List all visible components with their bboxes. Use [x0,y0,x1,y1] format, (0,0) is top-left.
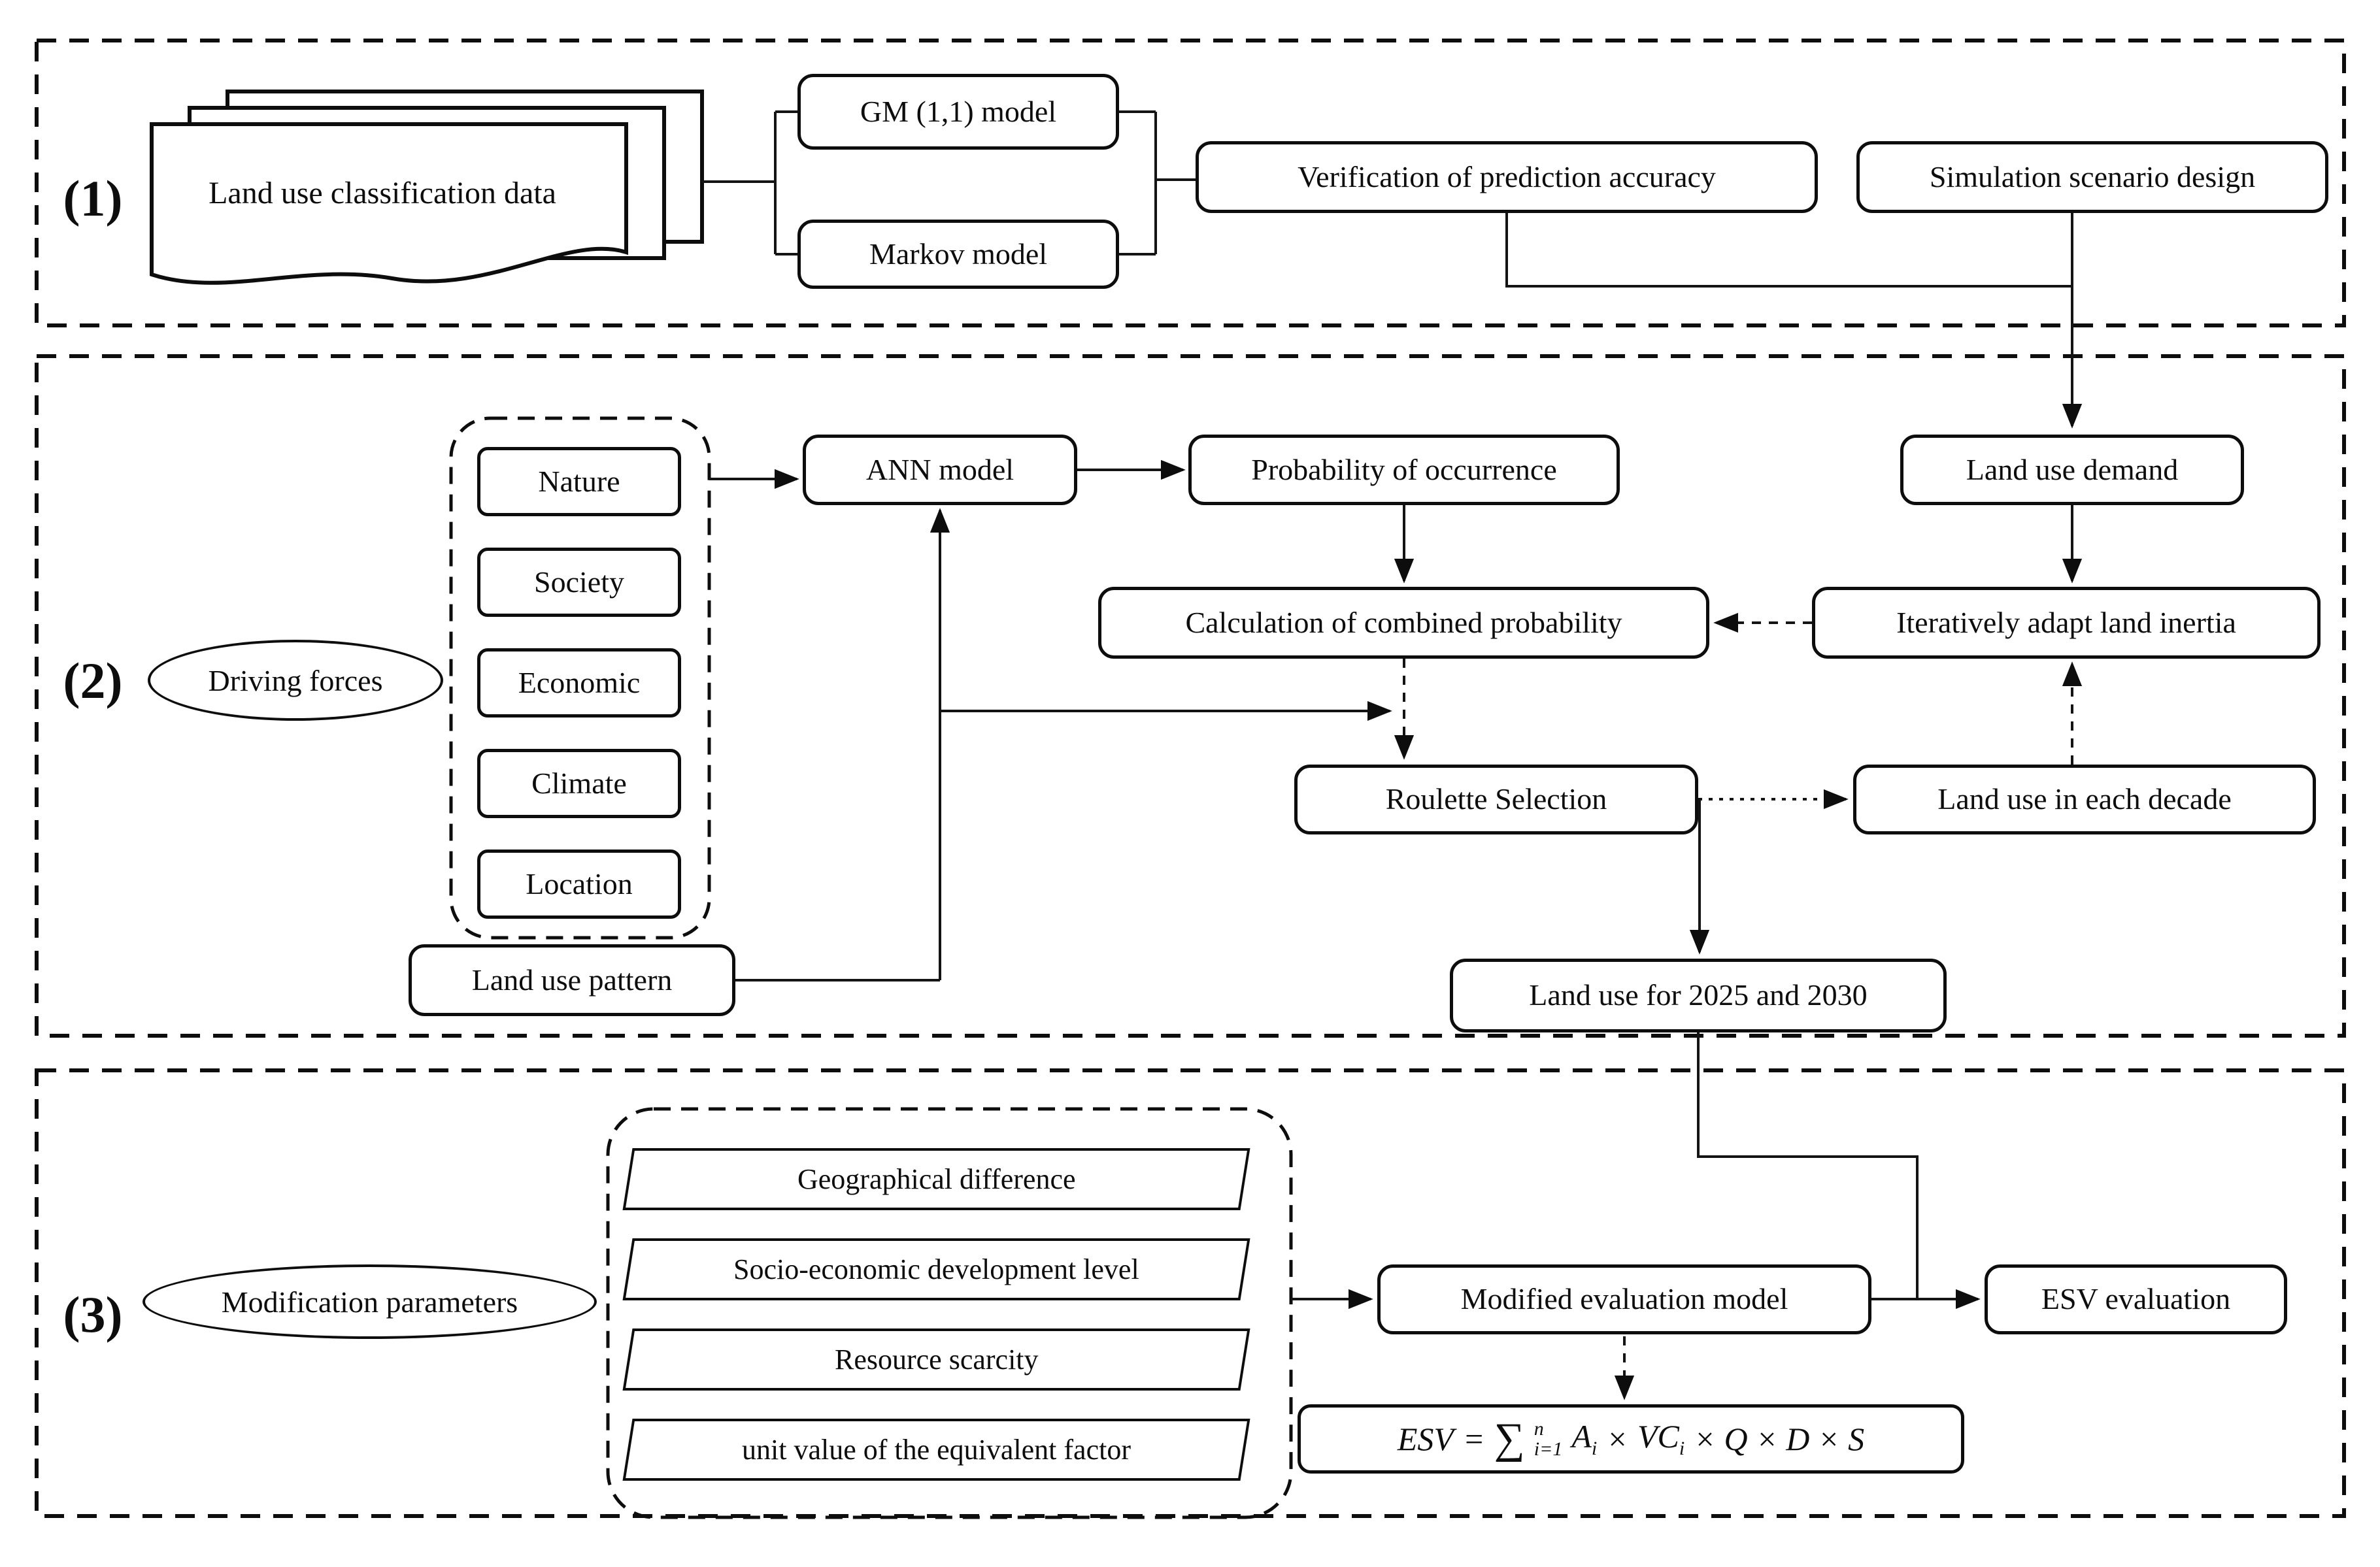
node-esv-formula: ESV = ∑ n i=1 Ai × VCi × Q × D × S [1298,1404,1964,1474]
ellipse-modification-parameters: Modification parameters [142,1264,597,1339]
node-force-climate: Climate [477,749,681,818]
section2-label: (2) [63,652,123,709]
node-land-use-decade: Land use in each decade [1853,765,2316,834]
conn-future-to-esv-line [1697,1032,1919,1299]
node-force-economic: Economic [477,648,681,718]
node-modified-model: Modified evaluation model [1377,1264,1871,1334]
formula-tail: × Q × D × S [1694,1420,1865,1457]
section1-label: (1) [63,170,123,227]
formula-equals: = [1462,1420,1485,1457]
document-stack-icon [150,90,704,285]
node-land-use-future: Land use for 2025 and 2030 [1450,959,1947,1032]
formula-times: × [1606,1420,1628,1457]
node-force-location: Location [477,849,681,919]
node-roulette-selection: Roulette Selection [1294,765,1698,834]
formula-upper-limit: n [1534,1417,1544,1440]
section2-frame [35,354,2346,1038]
formula-term-vc: VCi [1637,1417,1685,1459]
node-param-geographical: Geographical difference [622,1148,1250,1210]
node-esv-evaluation: ESV evaluation [1985,1264,2287,1334]
conn-verification-down [1505,213,2072,288]
node-force-nature: Nature [477,447,681,516]
formula-lower-limit: i=1 [1534,1438,1563,1460]
node-param-socioeconomic: Socio-economic development level [622,1238,1250,1300]
node-markov-model: Markov model [797,220,1119,289]
node-force-society: Society [477,548,681,617]
section1-frame [35,39,2346,327]
node-combined-probability: Calculation of combined probability [1098,587,1709,659]
node-scenario-design: Simulation scenario design [1856,141,2328,213]
modification-params-container [606,1107,1293,1519]
node-param-unit-value: unit value of the equivalent factor [622,1419,1250,1481]
param-socioeconomic-label: Socio-economic development level [733,1253,1139,1285]
node-param-resource: Resource scarcity [622,1328,1250,1391]
param-geographical-label: Geographical difference [797,1163,1076,1195]
ellipse-driving-forces: Driving forces [148,640,443,721]
node-land-use-pattern: Land use pattern [409,944,735,1016]
param-unit-value-label: unit value of the equivalent factor [742,1434,1131,1466]
node-land-use-demand: Land use demand [1900,435,2244,505]
node-probability: Probability of occurrence [1188,435,1620,505]
node-gm-model: GM (1,1) model [797,74,1119,150]
formula-lhs: ESV [1397,1420,1454,1457]
formula-term-a: Ai [1571,1417,1598,1459]
node-land-inertia: Iteratively adapt land inertia [1812,587,2321,659]
doc-stack-label: Land use classification data [209,175,556,210]
param-resource-label: Resource scarcity [834,1344,1039,1376]
formula-sigma: ∑ [1494,1415,1525,1462]
node-ann-model: ANN model [803,435,1077,505]
node-verification: Verification of prediction accuracy [1196,141,1818,213]
driving-forces-container [449,416,711,940]
section3-label: (3) [63,1286,123,1343]
formula-sigma-limits: n i=1 [1534,1417,1563,1460]
